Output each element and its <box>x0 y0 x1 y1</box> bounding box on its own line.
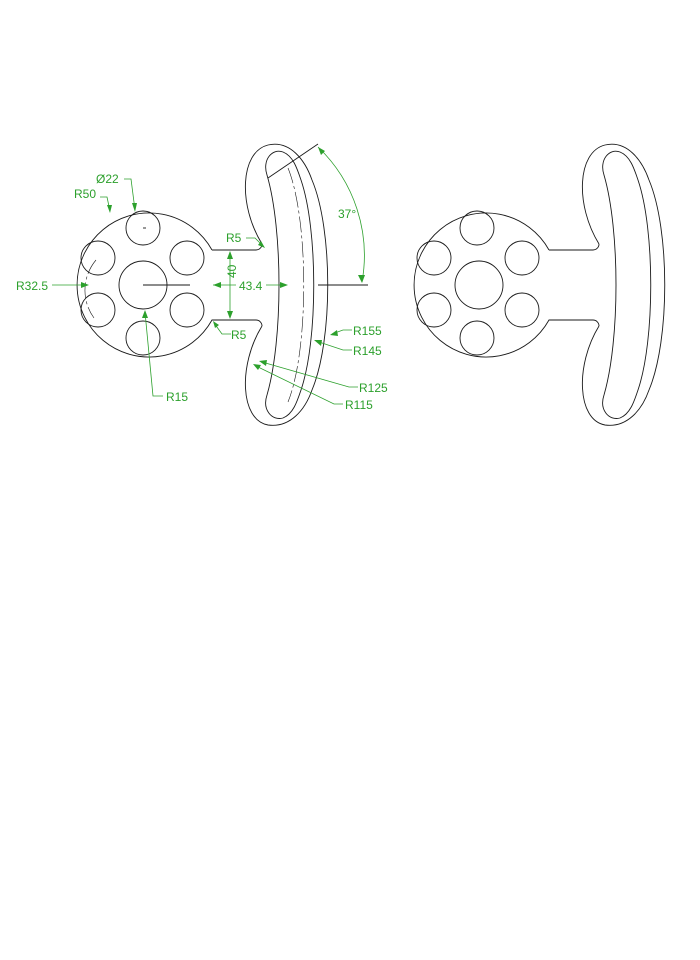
bolt-hole-bottom <box>125 320 161 356</box>
width-label: 40 <box>225 264 239 278</box>
r15-leader <box>144 311 163 397</box>
r32-arrow <box>81 282 89 288</box>
r50-arrow <box>107 205 112 213</box>
r125-leader <box>261 361 358 388</box>
right-hub-outline <box>413 212 600 358</box>
r155-label: R155 <box>353 324 382 338</box>
r5-bottom-arrow <box>213 321 219 328</box>
length-label: 43.4 <box>239 279 263 293</box>
bolt-hole-upper-right <box>169 240 205 276</box>
angle-ref-line <box>267 143 319 179</box>
angle-arc <box>317 146 365 283</box>
length-arrow-right <box>280 282 288 288</box>
slot-inner-boundary <box>265 150 315 419</box>
r145-arrow <box>314 340 322 346</box>
angle-arrow-top <box>318 147 325 155</box>
r145-leader <box>315 340 352 351</box>
r50-label: R50 <box>74 187 96 201</box>
r32-label: R32.5 <box>16 279 48 293</box>
bolt-circle-arc <box>84 259 97 319</box>
r115-arrow <box>253 364 261 370</box>
right-bolt-hole-upper-right <box>504 240 540 276</box>
bolt-hole-lower-right <box>169 292 205 328</box>
right-bolt-hole-lower-right <box>504 292 540 328</box>
r15-label: R15 <box>166 390 188 404</box>
r5-top-label: R5 <box>226 231 242 245</box>
right-neck-top-edge <box>549 243 600 251</box>
right-bolt-hole-lower-left <box>416 292 452 328</box>
dia-arrow <box>132 203 137 212</box>
right-bolt-hole-bottom <box>459 320 495 356</box>
bolt-hole-top <box>125 210 161 246</box>
dia-leader <box>124 178 136 211</box>
right-bolt-hole-upper-left <box>416 240 452 276</box>
r115-label: R115 <box>345 398 373 412</box>
bolt-hole-lower-left <box>80 292 116 328</box>
left-part <box>76 143 368 426</box>
right-slot-inner <box>602 150 652 419</box>
r5-top-arrow <box>258 241 265 248</box>
r155-arrow <box>330 330 338 336</box>
angle-arrow-bottom <box>358 275 365 283</box>
length-arrow-left <box>213 282 221 288</box>
dimensions: Ø22 R50 R32.5 R15 R5 R5 40 43.4 <box>16 146 388 412</box>
right-center-hole <box>454 260 504 310</box>
r115-leader <box>255 365 343 405</box>
bolt-hole-upper-left <box>80 240 116 276</box>
r125-label: R125 <box>359 381 388 395</box>
r125-arrow <box>259 360 267 366</box>
r15-arrow <box>142 310 148 318</box>
width-arrow-bottom <box>227 311 233 319</box>
width-arrow-top <box>227 251 233 259</box>
dia-hole-label: Ø22 <box>96 172 119 186</box>
r5-bottom-label: R5 <box>231 328 247 342</box>
right-part <box>413 143 666 426</box>
slot-centerline <box>287 167 305 403</box>
right-slot-outer <box>582 143 666 426</box>
r145-label: R145 <box>353 344 382 358</box>
hub-outline <box>76 212 263 358</box>
angle-label: 37° <box>338 207 356 221</box>
right-bolt-hole-top <box>459 210 495 246</box>
